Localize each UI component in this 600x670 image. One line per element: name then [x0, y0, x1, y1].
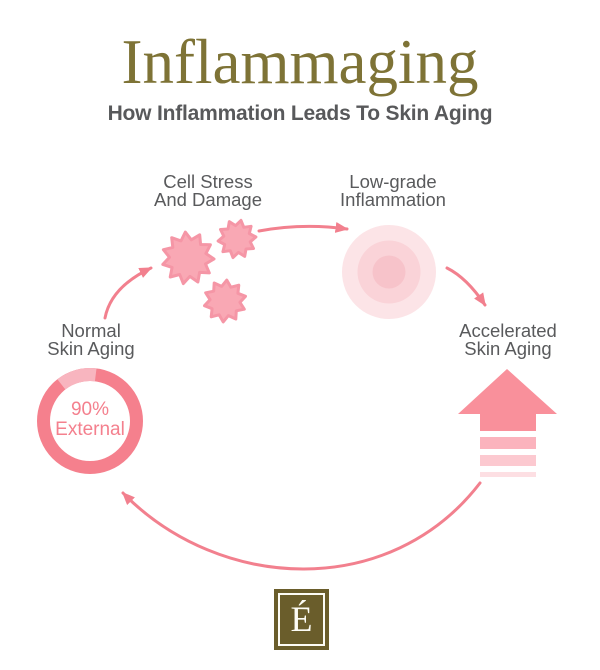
donut-center-label: 90% External [20, 400, 160, 440]
arrow-accelerated-to-normal [121, 481, 482, 571]
inflammation-glow-icon [342, 225, 436, 319]
damaged-cell-bottom [203, 278, 247, 324]
damaged-cell-small [216, 218, 258, 260]
damaged-cell-large [161, 230, 216, 286]
page-subtitle: How Inflammation Leads To Skin Aging [107, 102, 493, 125]
eminence-logo-frame: É [278, 593, 325, 646]
label-line: Normal [61, 320, 121, 341]
donut-percent: 90% [70, 399, 110, 420]
label-line: Accelerated [459, 320, 557, 341]
arrow-cellstress-to-inflammation [257, 221, 349, 233]
label-normal-skin-aging: Normal Skin Aging [11, 322, 171, 357]
page-title: Inflammaging [121, 27, 479, 97]
label-line: And Damage [154, 188, 262, 210]
label-cell-stress-and-damage: Cell Stress And Damage [108, 173, 308, 208]
arrow-normal-to-cellstress [103, 266, 153, 320]
label-low-grade-inflammation: Low-grade Inflammation [293, 173, 493, 208]
label-line: Skin Aging [464, 337, 552, 359]
eminence-logo: É [274, 589, 329, 650]
label-line: Cell Stress [163, 171, 253, 192]
arrow-inflammation-to-accelerated [445, 266, 487, 307]
external-donut-chart [37, 368, 143, 474]
cycle-arrows [103, 221, 487, 571]
label-line: Skin Aging [47, 337, 135, 359]
acceleration-arrow-icon [458, 369, 557, 477]
donut-percent-caption: External [55, 419, 125, 440]
label-line: Inflammation [340, 188, 446, 210]
eminence-logo-letter: É [290, 598, 313, 639]
damaged-cells-icon [161, 218, 258, 324]
label-accelerated-skin-aging: Accelerated Skin Aging [428, 322, 588, 357]
donut-ring-light-segment [57, 368, 97, 390]
label-line: Low-grade [349, 171, 437, 192]
